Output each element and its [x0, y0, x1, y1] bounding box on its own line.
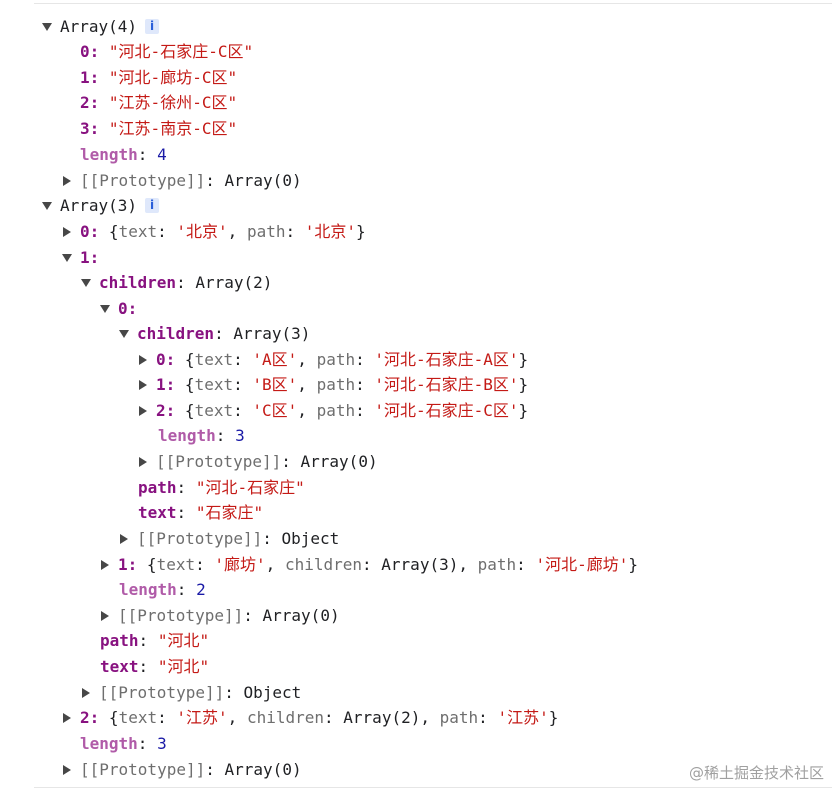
collapse-triangle-icon[interactable] — [120, 533, 128, 544]
expand-triangle-icon[interactable] — [62, 253, 72, 262]
item1-path: path: "河北" — [100, 631, 210, 650]
child0-path: path: "河北-石家庄" — [138, 478, 305, 497]
collapse-triangle-icon[interactable] — [63, 175, 71, 186]
item1-prototype[interactable]: [[Prototype]]: Object — [81, 680, 301, 706]
expand-triangle-icon[interactable] — [42, 22, 52, 31]
array2-item-0[interactable]: 0: {text: '北京', path: '北京'} — [62, 219, 366, 245]
watermark: @稀土掘金技术社区 — [688, 764, 824, 782]
child0-text: text: "石家庄" — [138, 503, 264, 522]
expand-triangle-icon[interactable] — [42, 201, 52, 210]
array1-prototype[interactable]: [[Prototype]]: Array(0) — [62, 168, 302, 194]
array1-header[interactable]: Array(4) i — [42, 14, 160, 40]
child1[interactable]: 1: {text: '廊坊', children: Array(3), path… — [100, 552, 638, 578]
expand-triangle-icon[interactable] — [100, 304, 110, 313]
array2-item-1[interactable]: 1: — [62, 245, 99, 271]
string-value: "河北-石家庄-C区" — [108, 42, 254, 61]
collapse-triangle-icon[interactable] — [139, 354, 147, 365]
collapse-triangle-icon[interactable] — [63, 712, 71, 723]
leaves-prototype[interactable]: [[Prototype]]: Array(0) — [138, 449, 378, 475]
number-value: 4 — [157, 145, 167, 164]
children-length: length: 2 — [119, 580, 206, 599]
leaf-1[interactable]: 1: {text: 'B区', path: '河北-石家庄-B区'} — [138, 372, 528, 398]
collapse-triangle-icon[interactable] — [139, 379, 147, 390]
string-value: "江苏-南京-C区" — [108, 119, 238, 138]
top-divider — [34, 3, 832, 4]
collapse-triangle-icon[interactable] — [63, 764, 71, 775]
collapse-triangle-icon[interactable] — [139, 405, 147, 416]
leaf-0[interactable]: 0: {text: 'A区', path: '河北-石家庄-A区'} — [138, 347, 528, 373]
array2-header[interactable]: Array(3) i — [42, 193, 160, 219]
info-icon[interactable]: i — [145, 19, 160, 35]
leaf-2[interactable]: 2: {text: 'C区', path: '河北-石家庄-C区'} — [138, 398, 528, 424]
array1-item-2: 2: "江苏-徐州-C区" — [80, 90, 237, 116]
expand-triangle-icon[interactable] — [119, 329, 129, 338]
item1-children[interactable]: children: Array(2) — [81, 270, 272, 296]
array1-length: length: 4 — [80, 142, 167, 168]
array2-prototype[interactable]: [[Prototype]]: Array(0) — [62, 757, 302, 783]
array2-label: Array(3) — [60, 196, 138, 215]
array2-item-2[interactable]: 2: {text: '江苏', children: Array(2), path… — [62, 705, 558, 731]
collapse-triangle-icon[interactable] — [101, 559, 109, 570]
child0-children[interactable]: children: Array(3) — [119, 321, 310, 347]
children-prototype[interactable]: [[Prototype]]: Array(0) — [100, 603, 340, 629]
child0-header[interactable]: 0: — [100, 296, 137, 322]
info-icon[interactable]: i — [145, 198, 160, 214]
array1-item-0: 0: "河北-石家庄-C区" — [80, 39, 253, 65]
collapse-triangle-icon[interactable] — [101, 610, 109, 621]
array1-item-3: 3: "江苏-南京-C区" — [80, 116, 237, 142]
collapse-triangle-icon[interactable] — [63, 226, 71, 237]
leaves-length: length: 3 — [158, 426, 245, 445]
array1-item-1: 1: "河北-廊坊-C区" — [80, 65, 237, 91]
string-value: "河北-廊坊-C区" — [108, 68, 238, 87]
child0-prototype[interactable]: [[Prototype]]: Object — [119, 526, 339, 552]
array1-label: Array(4) — [60, 17, 138, 36]
collapse-triangle-icon[interactable] — [82, 687, 90, 698]
item1-text: text: "河北" — [100, 657, 210, 676]
array2-length: length: 3 — [80, 734, 167, 753]
bottom-divider — [34, 787, 832, 788]
expand-triangle-icon[interactable] — [81, 278, 91, 287]
collapse-triangle-icon[interactable] — [139, 456, 147, 467]
string-value: "江苏-徐州-C区" — [108, 93, 238, 112]
